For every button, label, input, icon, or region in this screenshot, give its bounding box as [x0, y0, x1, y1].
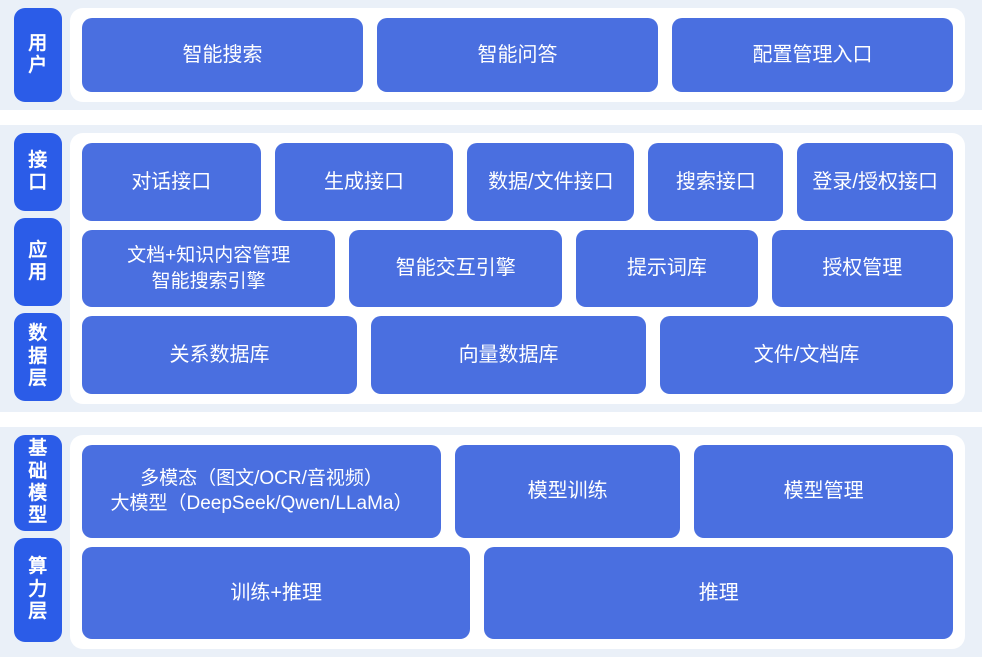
capability-box[interactable]: 智能交互引擎	[349, 229, 563, 308]
content-panel: 智能搜索智能问答配置管理入口	[70, 8, 965, 102]
capability-box[interactable]: 训练+推理	[82, 546, 471, 639]
capability-box[interactable]: 登录/授权接口	[797, 143, 954, 221]
panel-row: 智能搜索智能问答配置管理入口	[82, 18, 953, 92]
capability-box[interactable]: 文件/文档库	[660, 316, 953, 395]
layer-tab[interactable]: 数据层	[14, 313, 62, 401]
capability-box[interactable]: 授权管理	[771, 229, 953, 308]
layer-tab-rail: 接口应用数据层	[0, 125, 62, 412]
capability-box[interactable]: 向量数据库	[371, 316, 647, 395]
capability-box[interactable]: 搜索接口	[648, 143, 784, 221]
panel-row: 对话接口生成接口数据/文件接口搜索接口登录/授权接口	[82, 143, 954, 221]
panel-row: 关系数据库向量数据库文件/文档库	[82, 316, 953, 395]
capability-box[interactable]: 多模态（图文/OCR/音视频） 大模型（DeepSeek/Qwen/LLaMa）	[82, 445, 441, 538]
panel-row: 多模态（图文/OCR/音视频） 大模型（DeepSeek/Qwen/LLaMa）…	[82, 445, 953, 538]
layer-tab[interactable]: 应用	[14, 218, 62, 306]
section-interface-application-data: 接口应用数据层对话接口生成接口数据/文件接口搜索接口登录/授权接口文档+知识内容…	[0, 125, 982, 412]
capability-box[interactable]: 提示词库	[576, 229, 758, 308]
layer-tab-rail: 基础模型算力层	[0, 427, 62, 657]
capability-box[interactable]: 推理	[484, 546, 953, 639]
capability-box[interactable]: 智能问答	[377, 18, 658, 92]
capability-box[interactable]: 智能搜索	[82, 18, 363, 92]
layer-tab[interactable]: 算力层	[14, 538, 62, 642]
section-user: 用户智能搜索智能问答配置管理入口	[0, 0, 982, 110]
capability-box[interactable]: 文档+知识内容管理 智能搜索引擎	[82, 229, 336, 308]
content-panel: 多模态（图文/OCR/音视频） 大模型（DeepSeek/Qwen/LLaMa）…	[70, 435, 965, 649]
content-panel: 对话接口生成接口数据/文件接口搜索接口登录/授权接口文档+知识内容管理 智能搜索…	[70, 133, 965, 404]
section-separator	[0, 110, 982, 125]
capability-box[interactable]: 生成接口	[274, 143, 454, 221]
capability-box[interactable]: 关系数据库	[82, 316, 358, 395]
layer-tab[interactable]: 基础模型	[14, 435, 62, 531]
layer-tab[interactable]: 接口	[14, 133, 62, 211]
capability-box[interactable]: 对话接口	[82, 143, 261, 221]
section-separator	[0, 412, 982, 427]
panel-row: 文档+知识内容管理 智能搜索引擎智能交互引擎提示词库授权管理	[82, 229, 953, 308]
layer-tab-rail: 用户	[0, 0, 62, 110]
section-foundation-model-compute: 基础模型算力层多模态（图文/OCR/音视频） 大模型（DeepSeek/Qwen…	[0, 427, 982, 657]
capability-box[interactable]: 数据/文件接口	[467, 143, 635, 221]
capability-box[interactable]: 模型训练	[454, 445, 681, 538]
capability-box[interactable]: 配置管理入口	[672, 18, 953, 92]
capability-box[interactable]: 模型管理	[694, 445, 953, 538]
layer-tab[interactable]: 用户	[14, 8, 62, 102]
panel-row: 训练+推理推理	[82, 546, 953, 639]
